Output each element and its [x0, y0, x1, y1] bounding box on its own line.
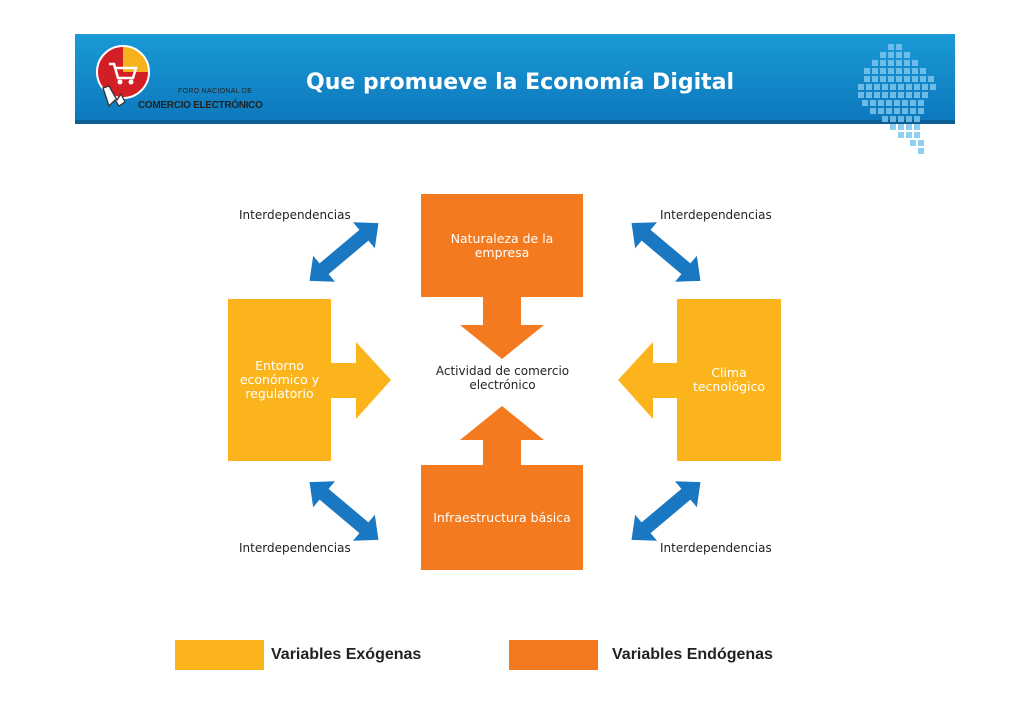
logo-text-line2: COMERCIO ELECTRÓNICO — [138, 100, 263, 111]
interdependencias-label-bottom-left: Interdependencias — [239, 541, 351, 555]
header-banner-strip — [75, 120, 955, 124]
colombia-map-icon — [858, 44, 936, 154]
legend-swatch-endogenous — [509, 640, 598, 670]
legend-swatch-exogenous — [175, 640, 264, 670]
center-label: Actividad de comercio electrónico — [435, 364, 570, 392]
box-infraestructura-basica: Infraestructura básica — [421, 465, 583, 570]
arrow-right-yellow — [330, 342, 391, 419]
header-banner — [75, 34, 955, 122]
box-entorno-economico: Entorno económico y regulatorio — [228, 299, 331, 461]
legend-label-endogenous: Variables Endógenas — [612, 646, 773, 663]
logo-text-line1: FORO NACIONAL DE — [178, 88, 253, 95]
interdependency-arrow-top-left — [298, 210, 390, 294]
box-clima-tecnologico: Clima tecnológico — [677, 299, 781, 461]
interdependencias-label-top-right: Interdependencias — [660, 208, 772, 222]
arrow-up-orange — [460, 406, 544, 466]
forum-logo-icon — [96, 45, 150, 108]
interdependency-arrow-top-right — [620, 210, 712, 294]
box-naturaleza-empresa: Naturaleza de la empresa — [421, 194, 583, 297]
arrow-down-orange — [460, 296, 544, 359]
page-title: Que promueve la Economía Digital — [306, 70, 735, 95]
legend-label-exogenous: Variables Exógenas — [271, 646, 422, 663]
interdependencias-label-bottom-right: Interdependencias — [660, 541, 772, 555]
interdependencias-label-top-left: Interdependencias — [239, 208, 351, 222]
arrow-left-yellow — [618, 342, 678, 419]
